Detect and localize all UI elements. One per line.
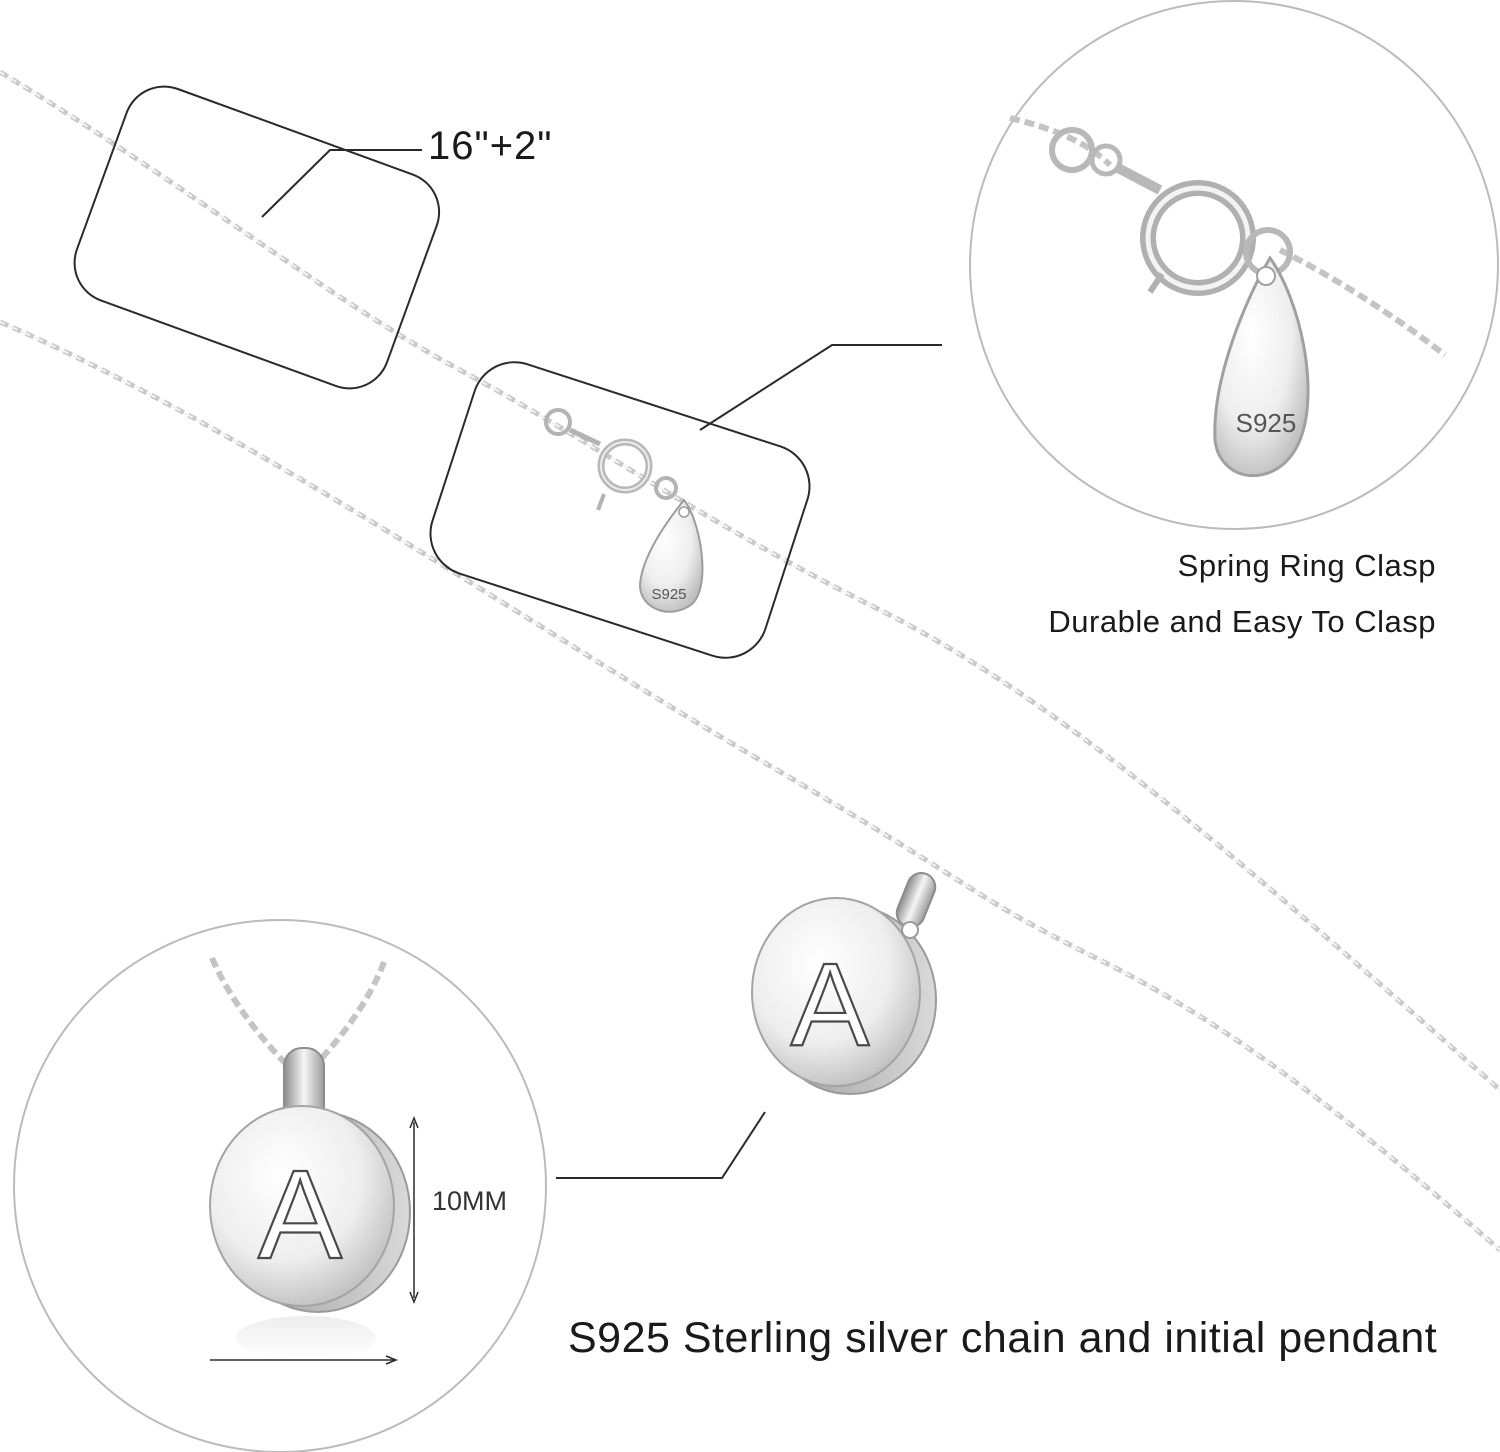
callout-leader-line: [261, 149, 422, 218]
clasp-zoom-box: [429, 361, 811, 659]
clasp-leader-line: [699, 344, 942, 431]
chain-length-callout: [73, 85, 441, 390]
chain-strand-lower: [0, 319, 1500, 1252]
large-tag-stamp: S925: [1236, 408, 1297, 438]
height-dimension-arrow: [409, 1115, 419, 1305]
small-tag-stamp: S925: [651, 586, 686, 603]
pendant-zoom-circle: A: [13, 919, 547, 1452]
pendant-size-label: 10MM: [432, 1186, 508, 1216]
chain-zoom-box: [73, 85, 441, 390]
pendant-letter-zoom: A: [258, 1144, 342, 1285]
width-dimension-arrow: [210, 1355, 399, 1365]
clasp-callout: S925: [429, 344, 942, 659]
clasp-zoom-circle: S925: [969, 0, 1499, 530]
material-caption: S925 Sterling silver chain and initial p…: [568, 1314, 1438, 1362]
chain-length-label: 16"+2": [428, 124, 553, 168]
brand-tag: [1213, 255, 1310, 478]
pendant-letter-main: A: [791, 939, 870, 1071]
small-tag: S925: [638, 498, 704, 613]
pendant-leader-line: [556, 1111, 766, 1179]
clasp-name-label: Spring Ring Clasp: [1177, 548, 1436, 583]
necklace-chain: [0, 69, 1500, 1252]
small-clasp: [544, 408, 678, 511]
clasp-description-label: Durable and Easy To Clasp: [1048, 604, 1436, 639]
pendant-on-chain: A: [556, 872, 937, 1179]
